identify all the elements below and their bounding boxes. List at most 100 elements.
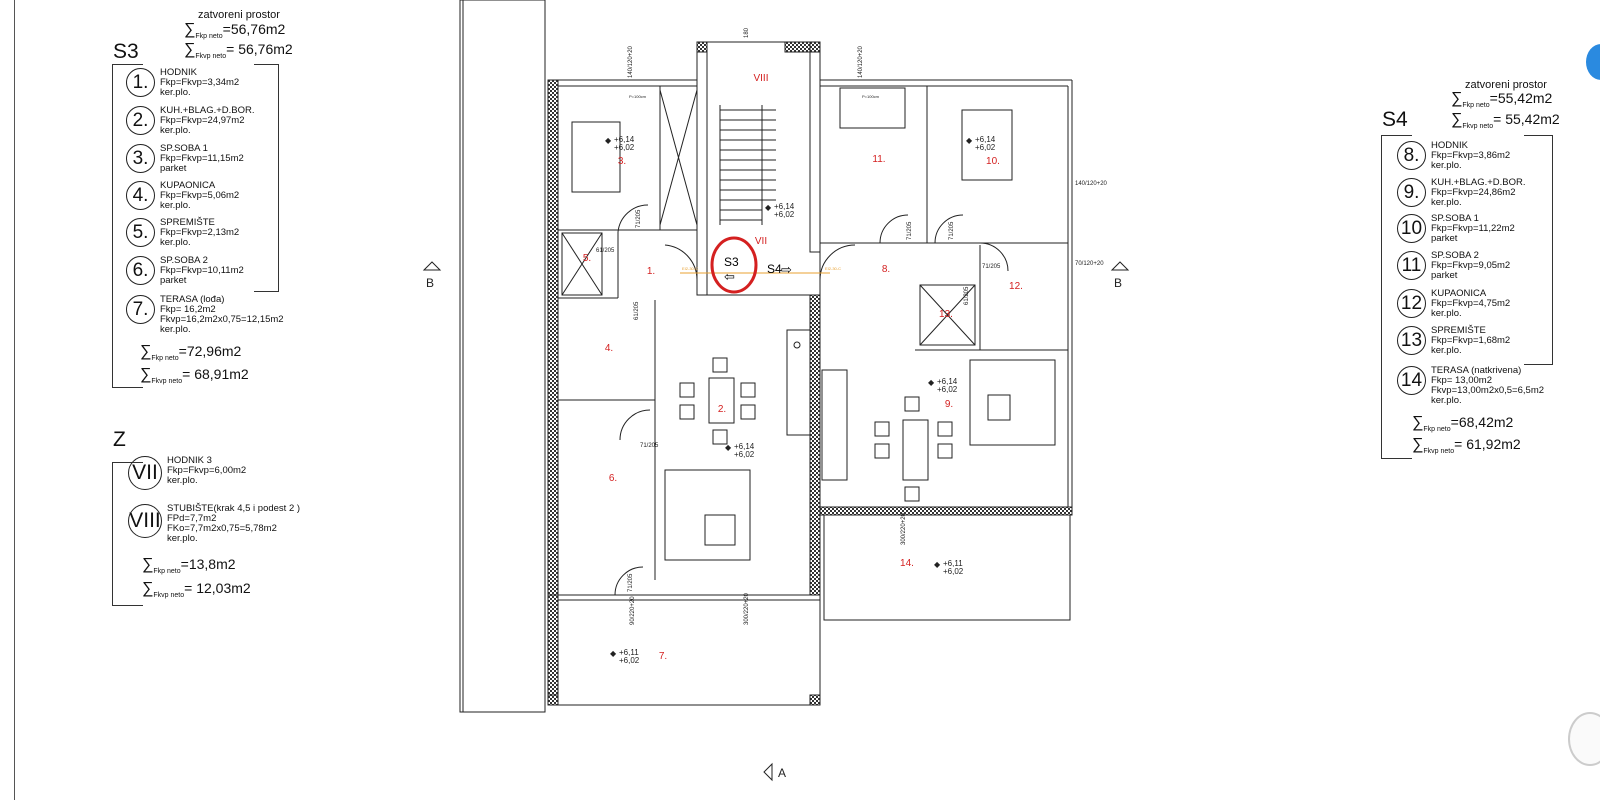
unit-label: S4 [1382,108,1408,131]
unit-label: Z [113,428,126,451]
section-label-b: B [1114,276,1122,290]
room-name: SP.SOBA 1 [160,143,208,154]
room-tag: 13. [939,309,953,320]
parapet-note: P=100cm [629,94,647,99]
level-mark: ◆+6,11+6,02 [934,559,964,576]
svg-text:+6,02: +6,02 [937,385,958,394]
entry-label-s4: S4 [767,262,782,276]
closed-kvp-sum: ∑Fkvp neto= 55,42m2 [1451,111,1560,130]
room-floor: parket [1431,233,1458,244]
sofa [664,469,751,561]
room-number-badge: 9. [1397,178,1426,207]
door-arc [619,409,651,441]
room-name: TERASA (natkrivena) [1431,365,1522,376]
room-name: HODNIK 3 [167,455,212,466]
dining-table [902,419,929,481]
room-floor: parket [1431,270,1458,281]
svg-text:◆: ◆ [765,203,772,212]
highlight-circle [710,236,758,294]
door-dim: 71/205 [982,264,1001,270]
bed [571,121,621,193]
room-tag: 9. [945,399,953,410]
room-floor: ker.plo. [167,475,198,486]
fire-door-label: EI2-30-C [825,266,841,271]
room-number-badge: VII [128,456,162,490]
room-number-badge: 12 [1397,289,1426,318]
room-floor: parket [160,163,187,174]
arrow-right-icon: ⇨ [781,262,792,277]
room-number-badge: 5. [126,218,155,247]
room-area: Fkp=Fkvp=3,86m2 [1431,150,1511,161]
legend-bracket [1381,135,1412,459]
total-kvp-sum: ∑Fkvp neto= 61,92m2 [1412,436,1521,455]
room-floor: ker.plo. [1431,395,1462,406]
door-arc [879,214,909,244]
room-tag: 6. [609,473,617,484]
svg-text:+6,14: +6,14 [734,442,755,451]
room-area: Fkp=Fkvp=4,75m2 [1431,298,1511,309]
svg-text:+6,14: +6,14 [975,135,996,144]
closed-space-header: zatvoreni prostor [1465,79,1547,91]
arrow-left-icon: ⇦ [724,269,735,284]
svg-text:+6,02: +6,02 [734,450,755,459]
zoom-handle[interactable] [1568,712,1600,766]
room-number-badge: 8. [1397,141,1426,170]
room-area: Fkp=Fkvp=10,11m2 [160,265,244,276]
room-area2: FKo=7,7m2x0,75=5,78m2 [167,523,277,534]
room-name: HODNIK [1431,140,1468,151]
room-name: HODNIK [160,67,197,78]
room-tag: 5. [583,253,591,264]
room-number-badge: 3. [126,144,155,173]
scroll-indicator[interactable] [1586,44,1600,80]
window-dim: 180 [744,27,750,38]
room-floor: ker.plo. [1431,308,1462,319]
level-mark: ◆+6,14+6,02 [966,135,996,152]
door-dim: 71/205 [636,209,642,228]
storage-s4 [919,284,976,346]
unit-label: S3 [113,40,139,63]
room-area: Fkp=Fkvp=3,34m2 [160,77,240,88]
svg-text:◆: ◆ [966,136,973,145]
window-dim: 300/220+20 [744,592,750,625]
level-mark: ◆+6,14+6,02 [725,442,755,459]
room-area: Fkp=Fkvp=24,97m2 [160,115,245,126]
room-floor: ker.plo. [160,125,191,136]
svg-text:◆: ◆ [928,378,935,387]
room-name: TERASA (lođa) [160,294,225,305]
room-name: KUPAONICA [160,180,216,191]
bed [961,109,1013,181]
room-floor: ker.plo. [167,533,198,544]
stair-treads [719,105,776,225]
svg-text:◆: ◆ [725,443,732,452]
entry-label-s3: S3 [724,255,739,269]
room-name: SP.SOBA 2 [160,255,208,266]
svg-text:+6,14: +6,14 [774,202,795,211]
door-arc [614,566,644,596]
room-area: Fkp= 16,2m2 [160,304,216,315]
room-number-badge: 11 [1397,251,1426,280]
closed-kp-sum: ∑Fkp neto=56,76m2 [184,21,286,40]
room-area: Fkp=Fkvp=5,06m2 [160,190,240,201]
room-floor: ker.plo. [160,237,191,248]
legend-bracket [1524,135,1553,365]
room-name: SP.SOBA 1 [1431,213,1479,224]
dining-table [708,377,735,424]
room-tag: 8. [882,264,890,275]
